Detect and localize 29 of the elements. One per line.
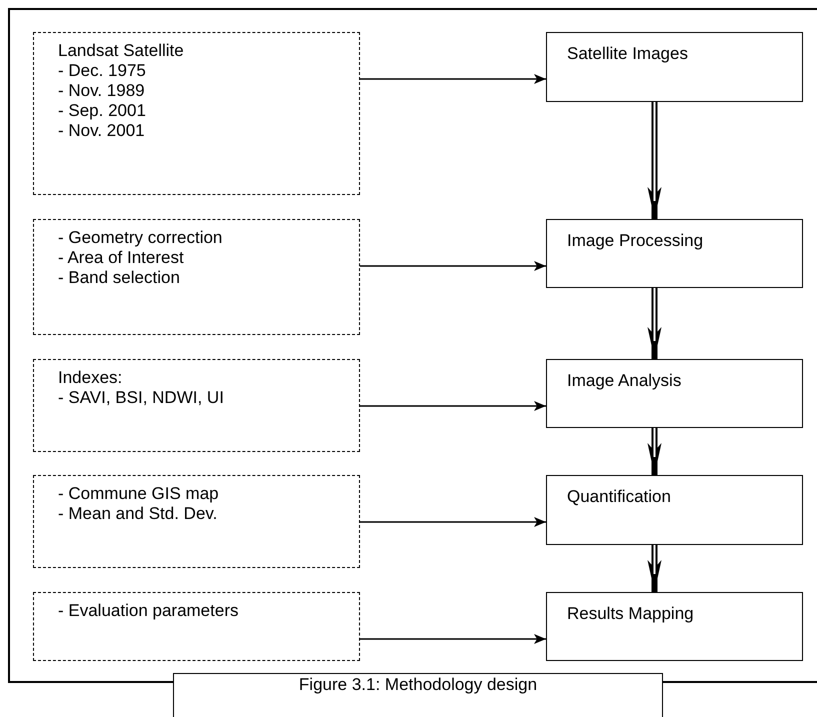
step-label: Satellite Images — [567, 44, 689, 64]
list-item: - Nov. 2001 — [58, 121, 146, 141]
process-box — [546, 592, 803, 661]
list-item: - Area of Interest — [58, 248, 185, 268]
figure-caption: Figure 3.1: Methodology design — [173, 673, 663, 717]
process-box — [546, 32, 803, 102]
step-label: Results Mapping — [567, 604, 695, 624]
input-box — [33, 359, 360, 452]
list-heading: Indexes: — [58, 368, 124, 388]
list-item: - Mean and Std. Dev. — [58, 504, 218, 524]
process-box — [546, 359, 803, 428]
process-box — [546, 219, 803, 288]
list-item: - Sep. 2001 — [58, 101, 147, 121]
step-label: Quantification — [567, 487, 672, 507]
list-item: - Geometry correction — [58, 228, 224, 248]
input-box — [33, 219, 360, 335]
list-item: - Band selection — [58, 268, 181, 288]
list-item: - Nov. 1989 — [58, 81, 146, 101]
input-box — [33, 475, 360, 568]
list-item: - Dec. 1975 — [58, 61, 147, 81]
list-item: - Commune GIS map — [58, 484, 220, 504]
input-box — [33, 592, 360, 661]
list-item: - SAVI, BSI, NDWI, UI — [58, 388, 225, 408]
list-item: - Evaluation parameters — [58, 601, 240, 621]
step-label: Image Analysis — [567, 371, 682, 391]
input-box — [33, 32, 360, 195]
list-heading: Landsat Satellite — [58, 41, 185, 61]
process-box — [546, 475, 803, 545]
step-label: Image Processing — [567, 231, 704, 251]
